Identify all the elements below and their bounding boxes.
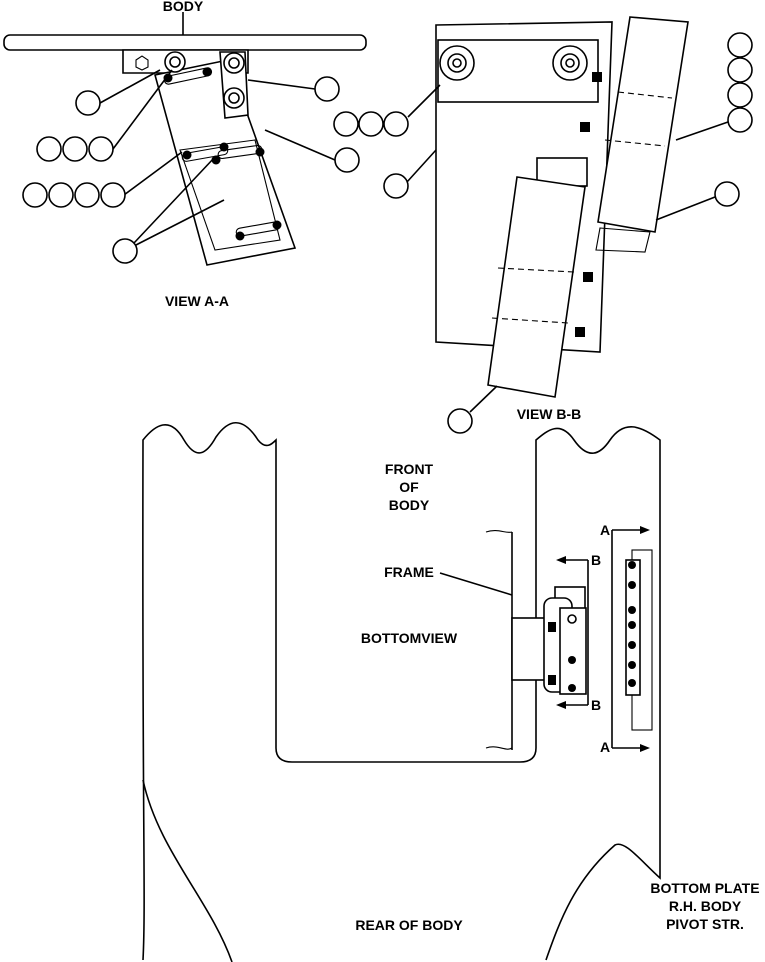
callout-balloon bbox=[383, 111, 409, 137]
callout-balloon bbox=[75, 90, 101, 116]
hidden-line bbox=[491, 317, 569, 324]
nut bbox=[548, 622, 556, 632]
hidden-line bbox=[604, 139, 666, 147]
callouts-bb bbox=[333, 32, 753, 434]
section-b-arrow bbox=[556, 701, 566, 709]
view-bb-label: VIEW B-B bbox=[517, 406, 582, 422]
callout-balloon bbox=[100, 182, 126, 208]
callout-balloon bbox=[727, 107, 753, 133]
view-bb-group: VIEW B-B bbox=[333, 16, 753, 434]
callout-balloon bbox=[88, 136, 114, 162]
frame-leader bbox=[439, 572, 513, 596]
callout-balloon bbox=[383, 173, 409, 199]
callout-balloon bbox=[334, 147, 360, 173]
bushing-bore bbox=[228, 57, 240, 69]
callout-balloon bbox=[714, 181, 740, 207]
bottom-plate-line3: PIVOT STR. bbox=[666, 916, 744, 932]
nut bbox=[568, 684, 576, 692]
upper-bar-foot bbox=[595, 227, 651, 253]
bottom-plate-line2: R.H. BODY bbox=[669, 898, 742, 914]
callout-balloon bbox=[358, 111, 384, 137]
front-of-body-line3: BODY bbox=[389, 497, 430, 513]
callout-balloon bbox=[314, 76, 340, 102]
callouts-aa bbox=[22, 69, 360, 264]
callout-balloon bbox=[727, 32, 753, 58]
section-b-bottom: B bbox=[591, 697, 601, 713]
lower-bar-b bbox=[487, 176, 586, 398]
section-b-top: B bbox=[591, 552, 601, 568]
callout-balloon bbox=[727, 82, 753, 108]
bottom-left-curve bbox=[142, 779, 233, 962]
bushing-bore bbox=[565, 58, 575, 68]
slotted-bracket-a bbox=[179, 139, 281, 251]
bushing-bore bbox=[169, 56, 181, 68]
body-label: BODY bbox=[163, 0, 204, 14]
body-rail bbox=[3, 34, 367, 51]
angled-plate-a bbox=[154, 59, 297, 266]
section-a-arrow bbox=[640, 744, 650, 752]
frame-label: FRAME bbox=[384, 564, 434, 580]
callout-balloon bbox=[447, 408, 473, 434]
frame-break-bottom bbox=[485, 746, 513, 750]
callout-balloon bbox=[333, 111, 359, 137]
callout-balloon bbox=[727, 57, 753, 83]
hole bbox=[567, 614, 577, 624]
upper-bar-b bbox=[597, 16, 689, 233]
section-a-top: A bbox=[600, 522, 610, 538]
callout-balloon bbox=[112, 238, 138, 264]
frame-break-top bbox=[485, 530, 513, 533]
nut-stack bbox=[628, 561, 636, 687]
nuts-aa bbox=[163, 67, 282, 241]
section-a-arrow bbox=[640, 526, 650, 534]
bushing-bore bbox=[228, 92, 240, 104]
callout-balloon bbox=[22, 182, 48, 208]
bottom-view-label: BOTTOMVIEW bbox=[361, 630, 458, 646]
callout-balloon bbox=[62, 136, 88, 162]
callout-balloon bbox=[48, 182, 74, 208]
callout-balloon bbox=[74, 182, 100, 208]
hex-bolt-head bbox=[135, 55, 149, 71]
callout-balloon bbox=[36, 136, 62, 162]
hidden-line bbox=[617, 91, 673, 99]
rear-of-body-label: REAR OF BODY bbox=[355, 917, 463, 933]
body-outline bbox=[142, 422, 661, 961]
front-of-body-line2: OF bbox=[399, 479, 419, 495]
bushing-bore bbox=[452, 58, 462, 68]
section-a-bottom: A bbox=[600, 739, 610, 755]
nut bbox=[568, 656, 576, 664]
hidden-line bbox=[497, 267, 575, 273]
nut bbox=[548, 675, 556, 685]
view-aa-label: VIEW A-A bbox=[165, 293, 229, 309]
bottom-view-group: B B A A FRONT OF BODY FRAME BOTTOMVIEW R… bbox=[142, 422, 760, 962]
nuts-bb bbox=[575, 72, 602, 337]
slot-adjusters bbox=[163, 67, 281, 237]
section-b-arrow bbox=[556, 556, 566, 564]
view-aa-group: BODY bbox=[3, 0, 367, 309]
bottom-plate-line1: BOTTOM PLATE bbox=[650, 880, 759, 896]
front-of-body-line1: FRONT bbox=[385, 461, 434, 477]
